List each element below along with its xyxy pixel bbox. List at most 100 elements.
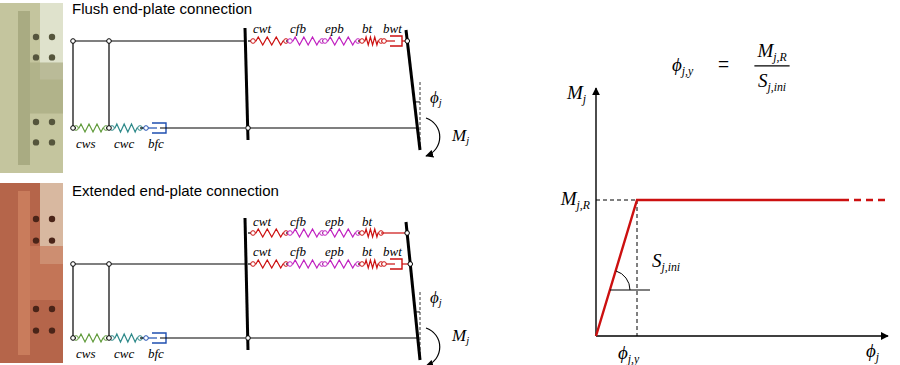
joint-hinge — [71, 336, 76, 341]
spring-symbol — [112, 334, 140, 342]
joint-hinge — [360, 231, 365, 236]
moment-arrow — [426, 328, 440, 365]
symbol-subscript: j,y — [628, 353, 639, 365]
spring-symbol — [76, 334, 106, 342]
symbol-base: ϕ — [430, 88, 439, 107]
label-anchor: cwt — [253, 19, 271, 37]
math-symbol: Mj — [452, 126, 469, 146]
label-anchor: cwc — [114, 134, 134, 152]
symbol-subscript: j — [583, 93, 586, 106]
component-label: bfc — [148, 137, 164, 152]
compression-link — [248, 337, 418, 338]
math-symbol: Mj — [567, 82, 586, 104]
photo-bolt — [33, 139, 39, 145]
component-label: cfb — [290, 215, 306, 230]
component-label: cwt — [253, 215, 271, 230]
spring-symbol — [325, 260, 358, 268]
component-label: bt — [362, 215, 372, 230]
symbol-subscript: j — [466, 135, 469, 146]
symbol-base: M — [452, 126, 466, 145]
joint-hinge — [323, 231, 328, 236]
label-anchor: Flush end-plate connection — [72, 0, 252, 18]
symbol-subscript: j,R — [577, 199, 590, 212]
component-label: cwt — [253, 22, 271, 37]
stiffness-angle-arc — [616, 271, 630, 290]
label-anchor: epb — [325, 212, 344, 230]
label-anchor: cwt — [253, 242, 271, 260]
label-anchor: epb — [325, 19, 344, 37]
column-link — [73, 263, 245, 264]
photo-end-plate — [18, 191, 30, 355]
column-flange-plate — [245, 28, 248, 140]
spring-symbol — [362, 229, 381, 237]
math-symbol: ϕj — [430, 88, 442, 108]
component-label: bwt — [383, 245, 402, 260]
joint-hinge — [144, 126, 149, 131]
rotation-angle-arc — [414, 101, 420, 102]
joint-hinge — [107, 262, 112, 267]
compression-link — [248, 127, 417, 128]
component-label: bt — [362, 245, 372, 260]
joint-hinge — [71, 126, 76, 131]
symbol-base: ϕ — [866, 340, 876, 361]
photo-bolt — [49, 216, 55, 222]
panel-link — [108, 41, 109, 128]
connection-photo — [0, 183, 63, 363]
math-symbol: Sj,ini — [652, 250, 680, 272]
guide-line — [596, 200, 637, 201]
component-label: epb — [325, 245, 344, 260]
joint-hinge — [251, 39, 256, 44]
joint-hinge — [288, 231, 293, 236]
column-link — [73, 40, 245, 41]
symbol-base: S — [758, 70, 768, 91]
math-symbol: = — [718, 53, 729, 75]
panel-link — [108, 264, 109, 338]
symbol-subscript: j — [439, 297, 442, 308]
link-line — [160, 127, 245, 128]
component-label: cwt — [253, 245, 271, 260]
spring-symbol — [253, 260, 286, 268]
component-label: cws — [76, 347, 96, 362]
symbol-subscript: j,R — [773, 51, 786, 64]
spring-symbol — [290, 260, 322, 268]
joint-hinge — [382, 39, 387, 44]
component-label: cfb — [290, 245, 306, 260]
column-line — [72, 41, 73, 128]
component-label: bwt — [383, 22, 402, 37]
spring-symbol — [325, 37, 358, 45]
spring-symbol — [253, 37, 286, 45]
label-anchor: Sj,ini — [758, 70, 786, 92]
math-symbol: ϕj — [430, 288, 442, 308]
spring-symbol — [325, 229, 358, 237]
joint-hinge — [246, 126, 251, 131]
component-label: cfb — [290, 22, 306, 37]
symbol-base: M — [567, 82, 583, 103]
end-plate-rotated — [406, 222, 420, 360]
joint-hinge — [405, 39, 410, 44]
component-label: cwc — [114, 347, 134, 362]
label-anchor: ϕj — [866, 340, 879, 362]
label-anchor: Mj — [567, 82, 586, 104]
symbol-subscript: j,ini — [662, 261, 681, 274]
moment-arrow — [426, 118, 440, 156]
joint-hinge — [405, 231, 410, 236]
connection-photo — [0, 3, 63, 173]
spring-symbol — [253, 229, 286, 237]
symbol-base: ϕ — [672, 54, 682, 75]
y-axis — [595, 88, 596, 336]
label-anchor: bfc — [148, 344, 164, 362]
curve-extension — [842, 199, 886, 201]
joint-hinge — [107, 336, 112, 341]
symbol-subscript: j — [439, 97, 442, 108]
label-anchor: bwt — [383, 242, 402, 260]
math-symbol: Mj — [452, 326, 469, 346]
component-label: epb — [325, 215, 344, 230]
joint-hinge — [107, 39, 112, 44]
joint-hinge — [288, 262, 293, 267]
label-anchor: bt — [362, 242, 372, 260]
fraction-bar — [754, 65, 789, 66]
joint-hinge — [360, 39, 365, 44]
joint-hinge — [323, 262, 328, 267]
symbol-base: M — [452, 326, 466, 345]
